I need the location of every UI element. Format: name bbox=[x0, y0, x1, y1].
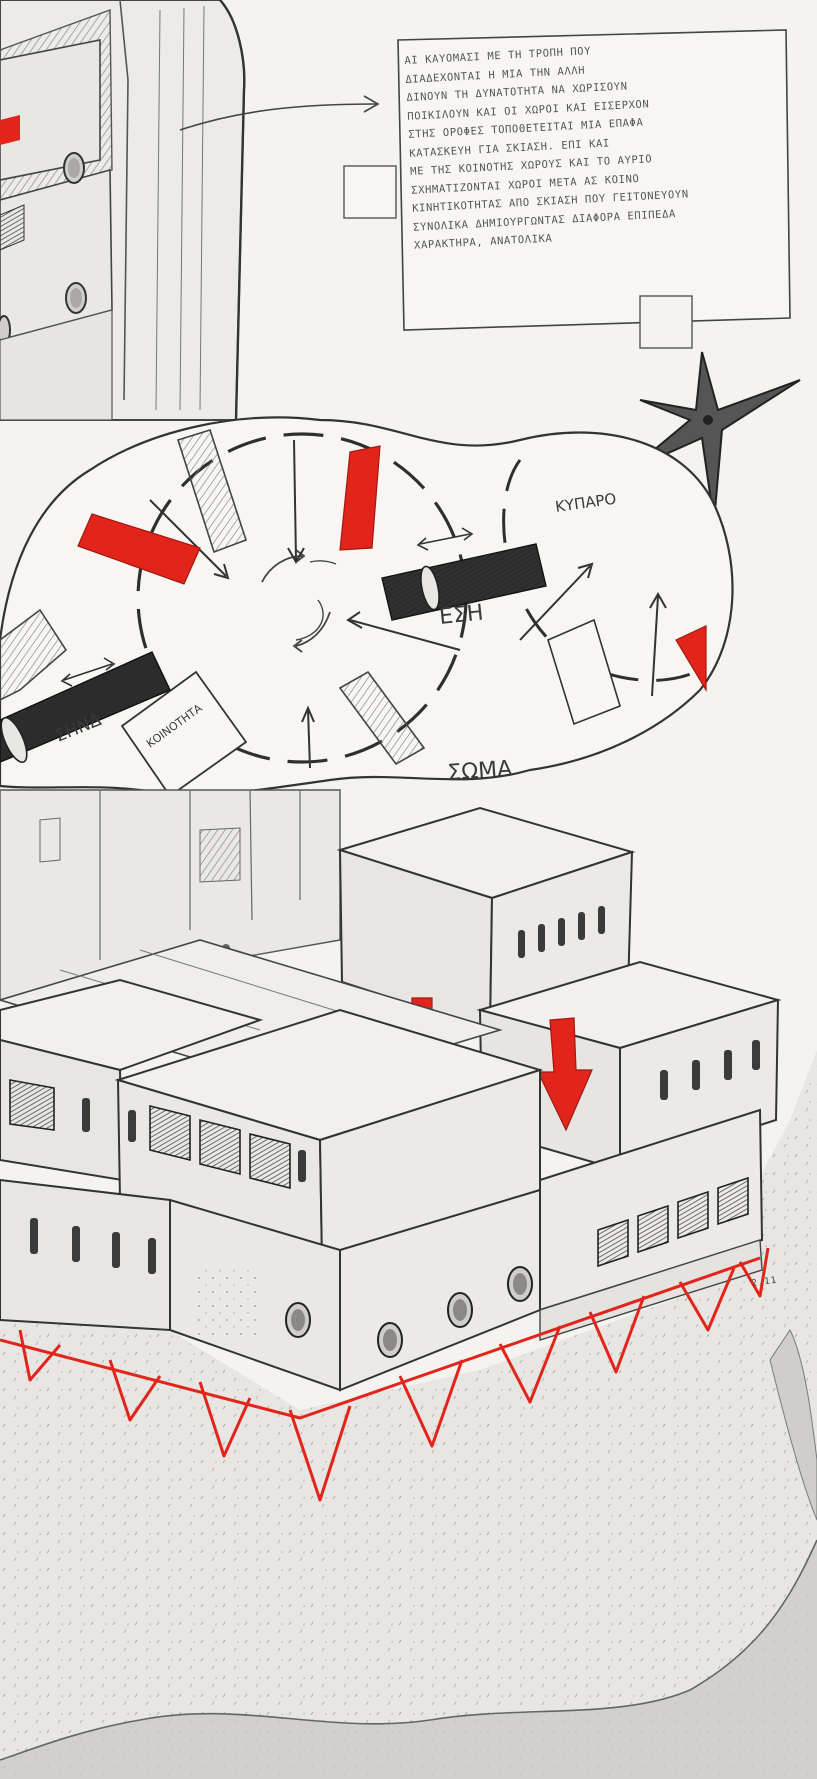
label-esi: ΕΣΗ bbox=[438, 600, 485, 629]
label-soma: ΣΩΜΑ bbox=[447, 757, 513, 786]
tower-building bbox=[0, 0, 244, 420]
concept-bubble bbox=[0, 417, 733, 796]
building-complex bbox=[0, 790, 778, 1390]
handwritten-note: ΑΙ ΚΑΥΟΜΑΣΙ ΜΕ ΤΗ ΤΡΟΠΗ ΠΟΥ ΔΙΑΔΕΧΟΝΤΑΙ … bbox=[404, 32, 792, 291]
